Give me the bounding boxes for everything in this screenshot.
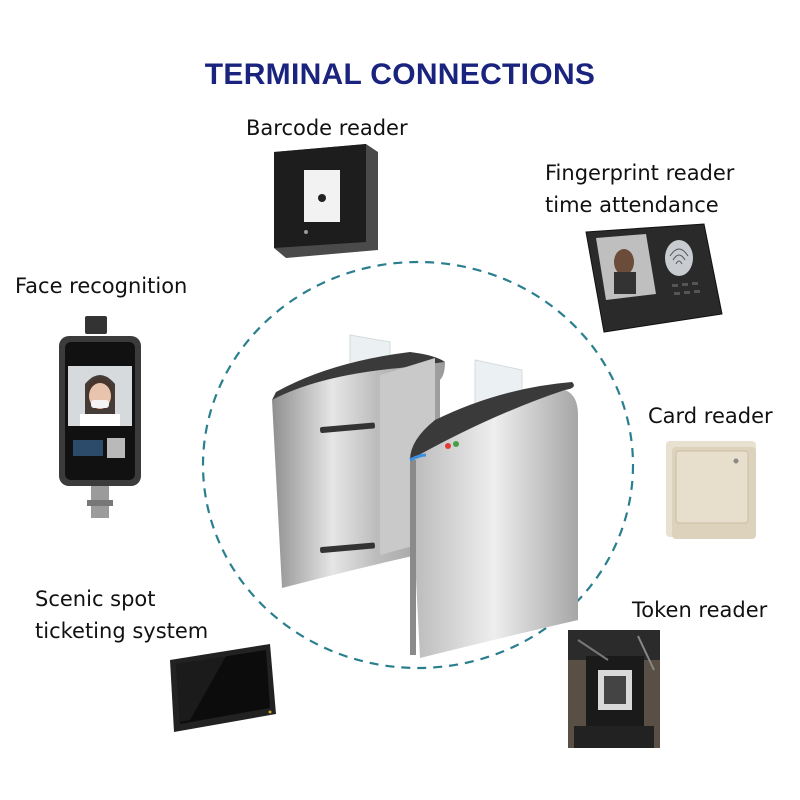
ticketing-system-label-line1: Scenic spot — [35, 587, 156, 611]
turnstile-gate — [260, 320, 590, 670]
face-recognition-terminal-icon — [55, 314, 145, 520]
ticketing-system-label-line2: ticketing system — [35, 619, 209, 643]
page-title: TERMINAL CONNECTIONS — [204, 58, 596, 91]
card-reader-icon — [662, 437, 762, 543]
token-reader-icon — [568, 630, 660, 748]
fingerprint-reader-label-line2: time attendance — [545, 193, 719, 217]
token-reader-label: Token reader — [632, 598, 768, 622]
ticketing-monitor-icon — [166, 642, 278, 734]
card-reader-label: Card reader — [648, 404, 773, 428]
fingerprint-reader-label-line1: Fingerprint reader — [545, 161, 735, 185]
barcode-reader-icon — [266, 142, 386, 262]
barcode-reader-label: Barcode reader — [246, 116, 408, 140]
fingerprint-terminal-icon — [584, 222, 724, 337]
fingerprint-reader-label: Fingerprint reader time attendance — [545, 157, 734, 221]
face-recognition-label: Face recognition — [15, 274, 188, 298]
ticketing-system-label: Scenic spot ticketing system — [35, 583, 208, 647]
